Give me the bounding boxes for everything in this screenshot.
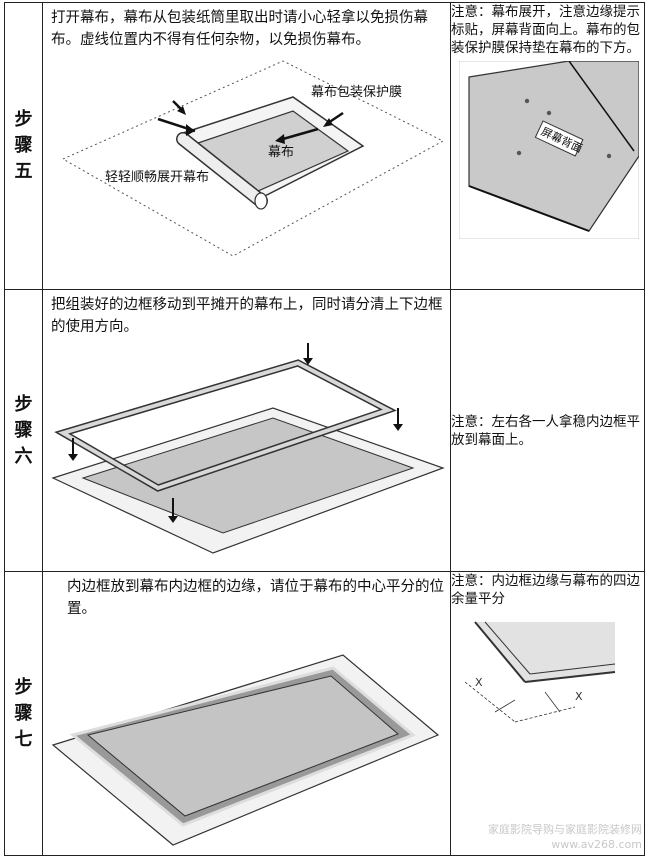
step-6-note: 注意：左右各一人拿稳内边框平放到幕面上。: [451, 413, 640, 448]
step-5-note-cell: 注意：幕布展开，注意边缘提示标贴，屏幕背面向上。幕布的包装保护膜保持垫在幕布的下…: [450, 2, 645, 290]
step-7-note-cell: 注意：内边框边缘与幕布的四边余量平分 X X: [450, 571, 645, 856]
step-7-description: 内边框放到幕布内边框的边缘，请位于幕布的中心平分的位置。: [67, 579, 444, 617]
step-6-content: 把组装好的边框移动到平摊开的幕布上，同时请分清上下边框的使用方向。: [42, 289, 451, 572]
step-7-note: 注意：内边框边缘与幕布的四边余量平分: [451, 573, 640, 607]
step-label-6: 步 骤 六: [4, 289, 43, 572]
step-6-description: 把组装好的边框移动到平摊开的幕布上，同时请分清上下边框的使用方向。: [51, 297, 443, 335]
protective-film-label: 幕布包装保护膜: [311, 85, 402, 100]
step-5-content: 打开幕布，幕布从包装纸筒里取出时请小心轻拿以免损伤幕布。虚线位置内不得有任何杂物…: [42, 2, 451, 290]
step-row-7: 步 骤 七 内边框放到幕布内边框的边缘，请位于幕布的中心平分的位置。 注意：内边…: [4, 571, 645, 856]
step-5-description: 打开幕布，幕布从包装纸筒里取出时请小心轻拿以免损伤幕布。虚线位置内不得有任何杂物…: [51, 10, 428, 48]
step-row-5: 步 骤 五 打开幕布，幕布从包装纸筒里取出时请小心轻拿以免损伤幕布。虚线位置内不…: [4, 2, 645, 290]
step-5-note: 注意：幕布展开，注意边缘提示标贴，屏幕背面向上。幕布的包装保护膜保持垫在幕布的下…: [451, 4, 640, 56]
instruction-table: 步 骤 五 打开幕布，幕布从包装纸筒里取出时请小心轻拿以免损伤幕布。虚线位置内不…: [4, 2, 645, 856]
margin-detail-figure: X X: [464, 621, 616, 723]
margin-mark-right: X: [575, 690, 583, 703]
step-label-7: 步 骤 七: [4, 571, 43, 856]
screen-label: 幕布: [268, 145, 294, 160]
margin-mark-left: X: [475, 676, 483, 689]
step-7-content: 内边框放到幕布内边框的边缘，请位于幕布的中心平分的位置。: [42, 571, 451, 856]
watermark: 家庭影院导购与家庭影院装修网 www.av268.com: [488, 823, 642, 851]
screen-back-detail-figure: 屏幕背面: [459, 61, 639, 239]
unroll-screen-illustration: 幕布包装保护膜 幕布 轻轻顺畅展开幕布: [61, 60, 445, 257]
step-6-note-cell: 注意：左右各一人拿稳内边框平放到幕面上。: [450, 289, 645, 572]
step-label-5: 步 骤 五: [4, 2, 43, 290]
step-row-6: 步 骤 六 把组装好的边框移动到平摊开的幕布上，同时请分清上下边框的使用方向。: [4, 289, 645, 572]
unroll-label: 轻轻顺畅展开幕布: [105, 170, 209, 185]
frame-placement-illustration: [51, 343, 445, 554]
frame-centered-illustration: [51, 654, 440, 846]
